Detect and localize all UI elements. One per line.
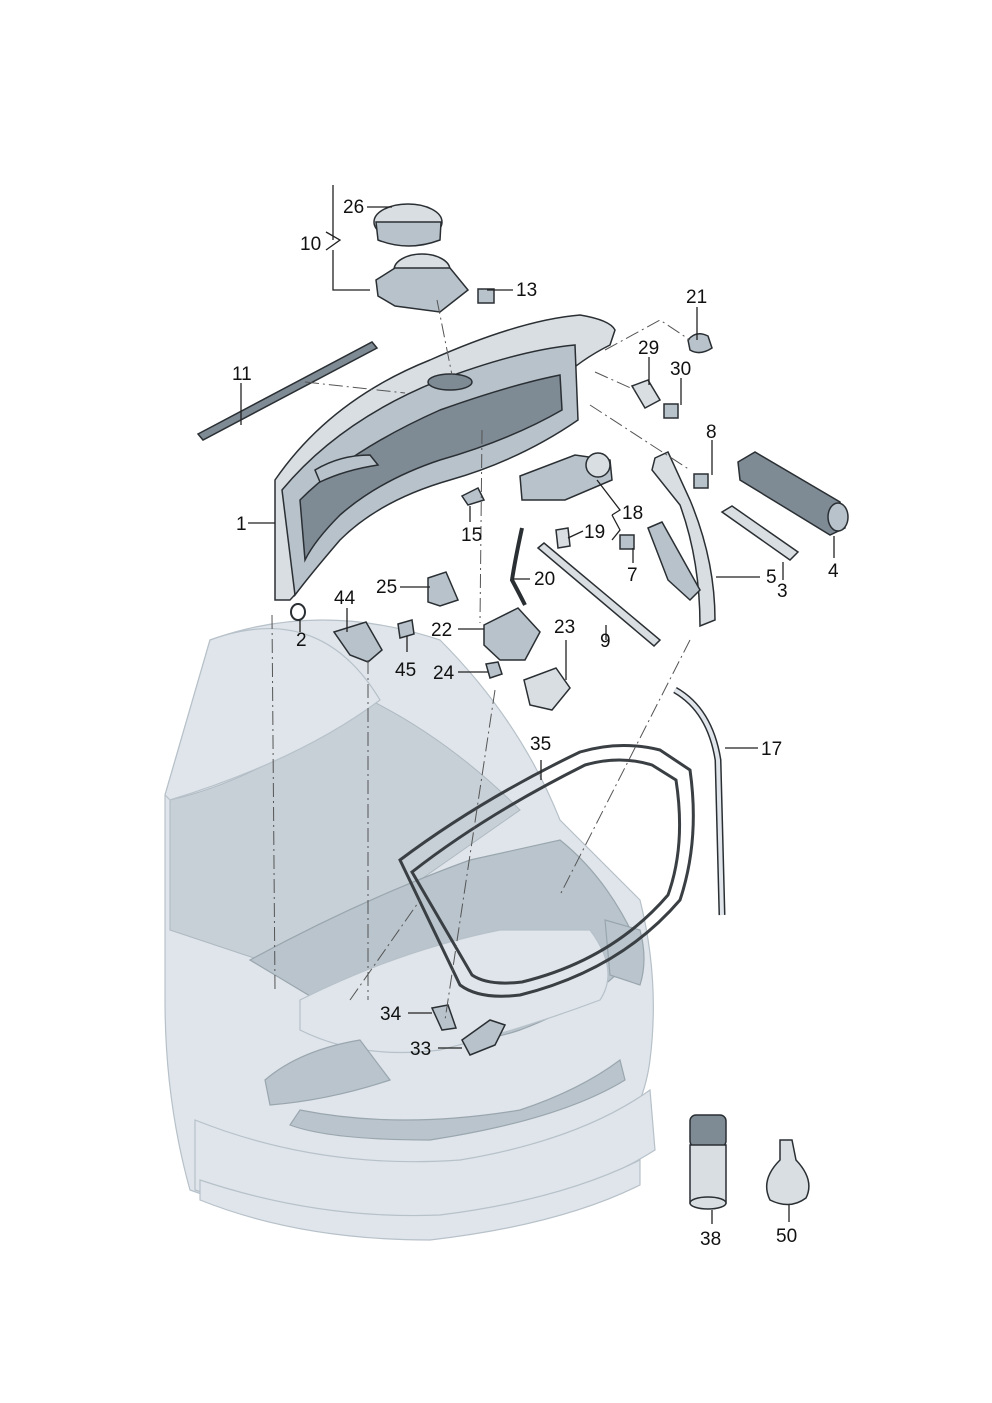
label-10: 10 — [300, 234, 321, 255]
trunk-lid[interactable] — [274, 314, 616, 601]
gas-strut-9[interactable] — [536, 542, 662, 648]
lid-seal-strip[interactable] — [196, 341, 379, 441]
hinge-damper-4[interactable] — [737, 451, 849, 536]
label-8: 8 — [706, 422, 717, 443]
label-9: 9 — [600, 631, 611, 652]
label-1: 1 — [236, 514, 247, 535]
leader-lines — [240, 185, 835, 1224]
brake-light-assembly[interactable] — [373, 203, 470, 313]
screw-45[interactable] — [397, 619, 415, 639]
label-24: 24 — [433, 663, 455, 684]
label-3: 3 — [777, 581, 788, 602]
lock-22[interactable] — [483, 607, 541, 661]
screw-13[interactable] — [477, 288, 495, 304]
stop-15[interactable] — [460, 486, 486, 506]
screw-8[interactable] — [693, 473, 709, 489]
label-5: 5 — [766, 567, 777, 588]
lock-motor-18[interactable] — [519, 452, 613, 501]
trunk-seal-35[interactable] — [398, 744, 695, 998]
bushing-29[interactable] — [630, 379, 662, 409]
dash-lines — [271, 299, 691, 1021]
nut-24[interactable] — [485, 661, 503, 679]
drain-tube-17[interactable] — [673, 686, 726, 916]
label-19: 19 — [584, 522, 605, 543]
label-22: 22 — [431, 620, 452, 641]
label-15: 15 — [461, 525, 482, 546]
label-38: 38 — [700, 1229, 721, 1250]
label-18: 18 — [622, 503, 643, 524]
label-34: 34 — [380, 1004, 402, 1025]
label-7: 7 — [627, 565, 638, 586]
label-35: 35 — [530, 734, 551, 755]
label-20: 20 — [534, 569, 555, 590]
striker-23[interactable] — [523, 667, 571, 711]
screw-30[interactable] — [663, 403, 679, 419]
car-rear-body — [164, 619, 656, 1241]
label-23: 23 — [554, 617, 575, 638]
label-33: 33 — [410, 1039, 431, 1060]
label-4: 4 — [828, 561, 839, 582]
spring-3[interactable] — [720, 505, 800, 561]
cable-20[interactable] — [509, 527, 527, 606]
sleeve-19[interactable] — [555, 527, 571, 549]
part-labels: 26 10 13 11 1 2 21 29 30 8 4 5 3 7 18 19… — [232, 197, 839, 1250]
label-26: 26 — [343, 197, 364, 218]
spray-can-38[interactable] — [689, 1114, 727, 1210]
ring-2[interactable] — [290, 603, 306, 621]
bracket-25[interactable] — [427, 571, 460, 607]
screw-7[interactable] — [619, 534, 635, 550]
label-2: 2 — [296, 630, 307, 651]
hinge-5[interactable] — [651, 451, 716, 628]
cap-21[interactable] — [687, 333, 713, 354]
bolt-34[interactable] — [430, 1004, 458, 1031]
grease-bag-50[interactable] — [765, 1139, 810, 1206]
label-45: 45 — [395, 660, 416, 681]
label-11: 11 — [232, 364, 252, 385]
bracket-44[interactable] — [332, 621, 383, 663]
label-29: 29 — [638, 338, 659, 359]
label-25: 25 — [376, 577, 397, 598]
bracket-33[interactable] — [461, 1019, 507, 1056]
hinge-bracket[interactable] — [647, 521, 701, 602]
label-17: 17 — [761, 739, 782, 760]
label-44: 44 — [334, 588, 356, 609]
label-50: 50 — [776, 1226, 797, 1247]
label-21: 21 — [686, 287, 707, 308]
label-13: 13 — [516, 280, 537, 301]
label-30: 30 — [670, 359, 691, 380]
